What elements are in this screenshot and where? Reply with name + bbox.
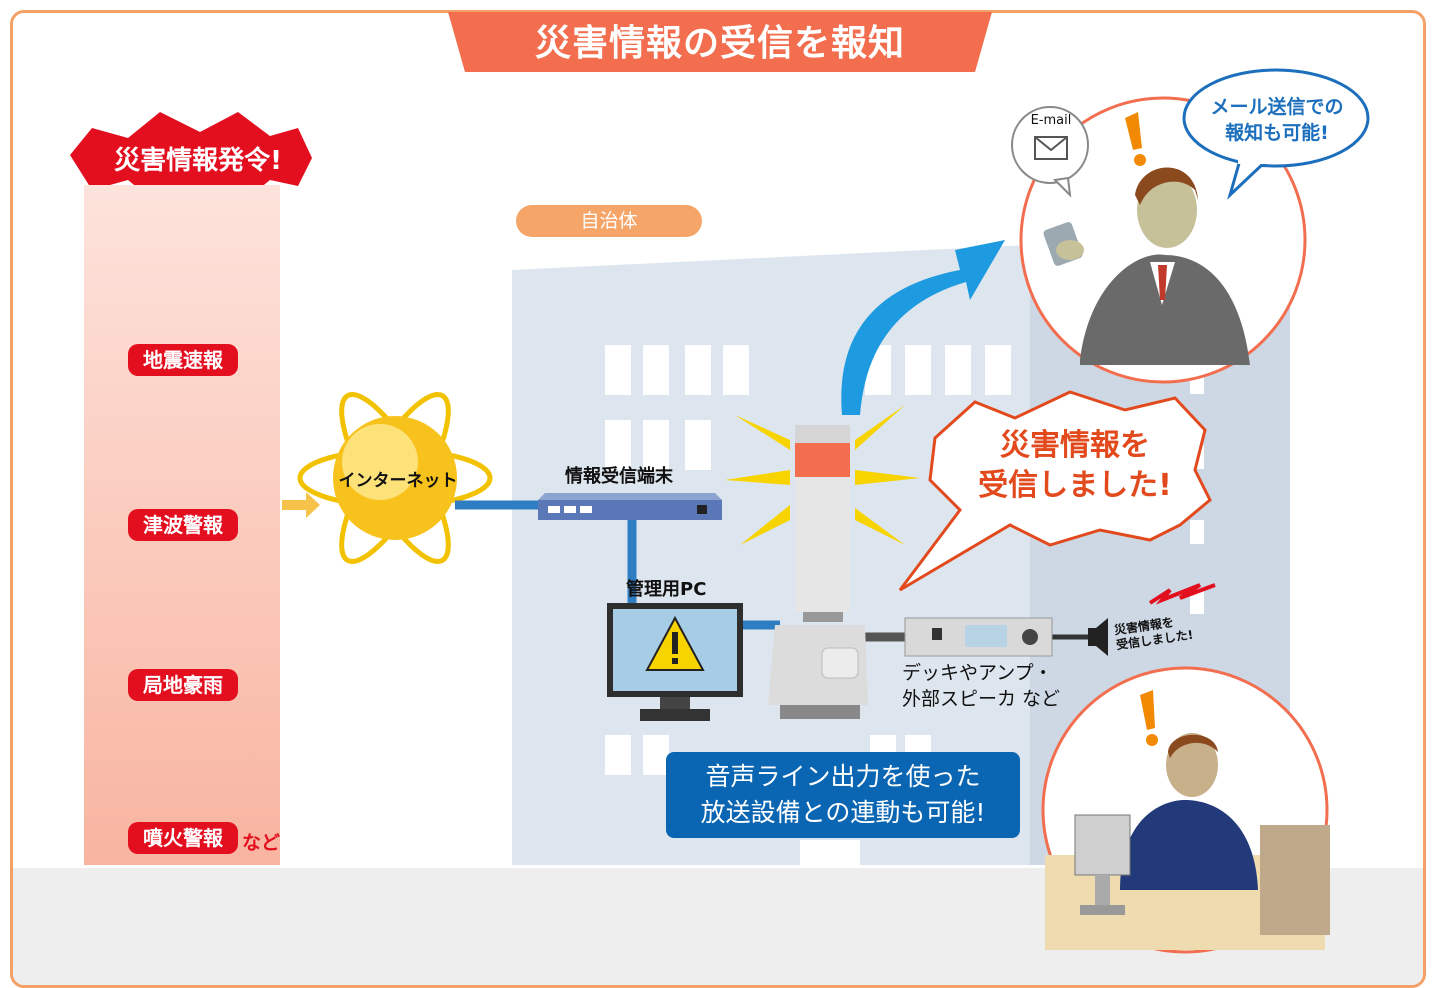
email-person-scene bbox=[1011, 68, 1370, 384]
signal-tower-icon bbox=[725, 405, 920, 719]
internet-globe-icon bbox=[297, 392, 493, 564]
email-bubble-line2: 報知も可能! bbox=[1225, 122, 1329, 144]
disasters-suffix: など bbox=[242, 832, 281, 854]
disaster-label: 噴火警報 bbox=[128, 822, 238, 854]
pc-label: 管理用PC bbox=[626, 579, 707, 600]
internet-label: インターネット bbox=[338, 471, 458, 491]
disaster-label: 局地豪雨 bbox=[128, 669, 238, 701]
equipment-label: デッキやアンプ・ 外部スピーカ など bbox=[902, 660, 1060, 712]
equipment-label-line1: デッキやアンプ・ bbox=[902, 662, 1053, 684]
alert-starburst bbox=[70, 112, 312, 206]
receiver-label: 情報受信端末 bbox=[565, 466, 673, 487]
title-tab-shape bbox=[448, 12, 992, 72]
management-pc-icon bbox=[607, 603, 743, 721]
alert-bubble-line2: 受信しました! bbox=[978, 468, 1172, 503]
alert-badge: 災害情報発令! bbox=[114, 146, 282, 176]
broadcast-line2: 放送設備との連動も可能! bbox=[700, 798, 986, 827]
input-arrow bbox=[282, 492, 320, 518]
connection-lines bbox=[455, 500, 780, 630]
alert-bubble-text: 災害情報を 受信しました! bbox=[965, 426, 1185, 506]
alert-bubble-line1: 災害情報を bbox=[1000, 428, 1150, 463]
disaster-label: 津波警報 bbox=[128, 509, 238, 541]
email-label: E-mail bbox=[1030, 113, 1072, 128]
alert-speech-bubble bbox=[898, 390, 1212, 592]
email-bubble-text: メール送信での 報知も可能! bbox=[1192, 94, 1362, 146]
notify-arrow bbox=[841, 240, 1005, 415]
receiver-terminal bbox=[538, 493, 722, 520]
amplifier-icon bbox=[904, 617, 1053, 657]
equipment-label-line2: 外部スピーカ など bbox=[902, 688, 1061, 710]
page-title: 災害情報の受信を報知 bbox=[534, 23, 905, 64]
disaster-label: 地震速報 bbox=[128, 344, 238, 376]
email-bubble-line1: メール送信での bbox=[1210, 96, 1344, 118]
municipality-label: 自治体 bbox=[516, 205, 702, 237]
office-person-scene bbox=[1041, 666, 1330, 954]
broadcast-info-box: 音声ライン出力を使った 放送設備との連動も可能! bbox=[666, 752, 1020, 838]
broadcast-line1: 音声ライン出力を使った bbox=[705, 762, 981, 791]
